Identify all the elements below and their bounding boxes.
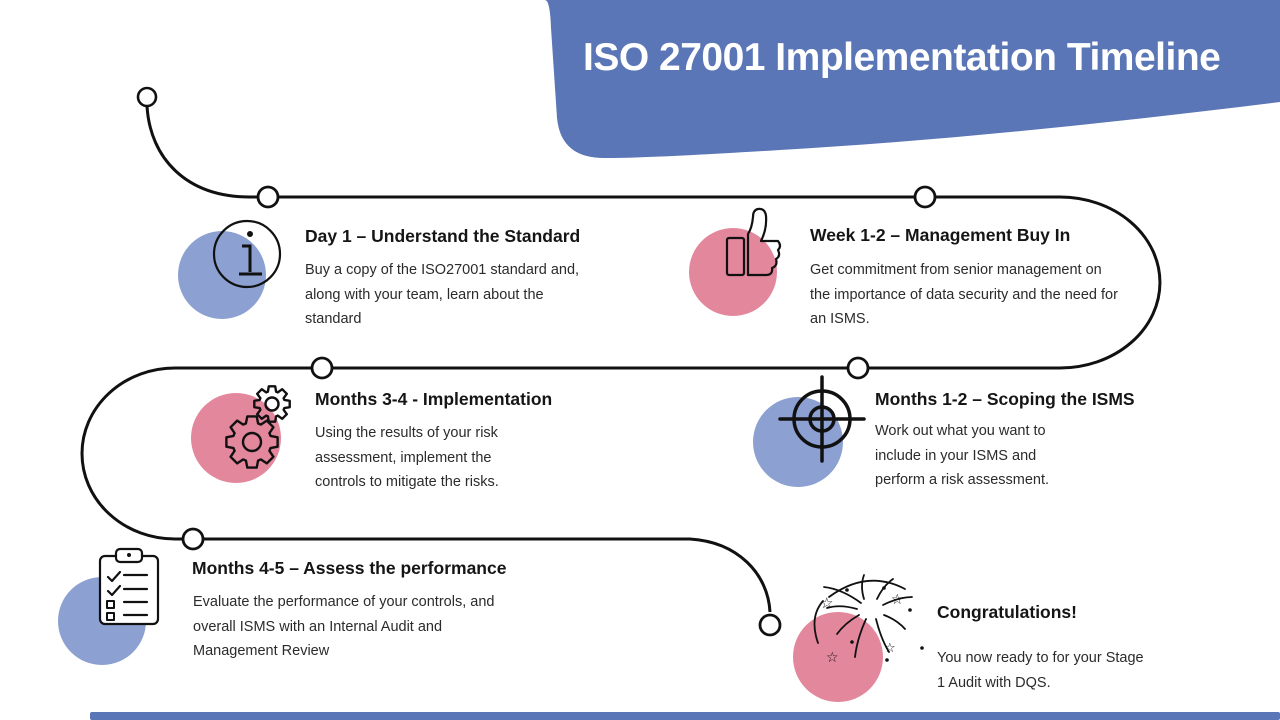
milestone-circle-3 [191,393,281,483]
svg-text:☆: ☆ [891,592,904,608]
timeline-node-2 [913,185,937,209]
timeline-node-3 [310,356,334,380]
milestone-3-body: Using the results of your risk assessmen… [315,425,499,490]
timeline-node-1 [256,185,280,209]
header-banner [545,0,1280,159]
milestone-1-title: Day 1 – Understand the Standard [305,226,581,246]
milestone-2-title: Week 1-2 – Management Buy In [810,225,1071,245]
thumbs-up-icon [725,207,782,277]
footer-bar [90,712,1280,720]
timeline-end-node [758,613,782,637]
milestone-5-title: Months 4-5 – Assess the performance [192,558,507,578]
milestone-5-body: Evaluate the performance of your control… [193,594,495,659]
milestone-3-title: Months 3-4 - Implementation [315,389,553,409]
milestone-4-title: Months 1-2 – Scoping the ISMS [875,389,1135,409]
milestone-1-body: Buy a copy of the ISO27001 standard and,… [305,262,580,327]
milestone-6-title: Congratulations! [937,602,1077,622]
page-title: ISO 27001 Implementation Timeline [583,36,1221,79]
timeline-node-5 [181,527,205,551]
info-icon [212,219,282,289]
timeline-start-node [136,86,158,108]
timeline-node-4 [846,356,870,380]
svg-text:☆: ☆ [884,641,896,656]
svg-text:☆: ☆ [820,594,833,612]
target-icon [778,375,866,463]
fireworks-icon: ☆ ☆ ☆ ☆ [813,574,924,666]
timeline-path [80,105,1162,613]
gears-icon [225,385,291,469]
clipboard-icon [98,547,160,626]
milestone-circle-2 [689,228,777,316]
svg-text:☆: ☆ [826,650,839,666]
milestone-6-body: You now ready to for your Stage 1 Audit … [937,650,1144,691]
milestone-2-body: Get commitment from senior management on… [810,262,1118,327]
milestone-4-body: Work out what you want to include in you… [875,423,1050,488]
